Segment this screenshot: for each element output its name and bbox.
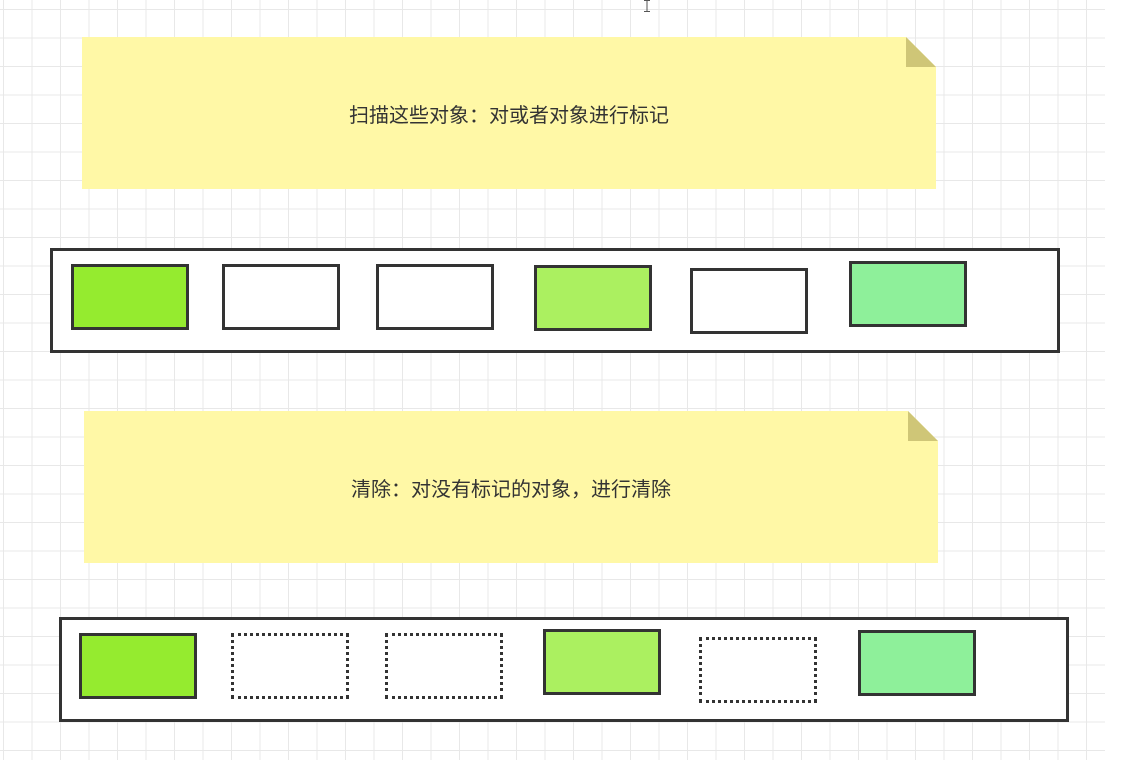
note-scan-text: 扫描这些对象：对或者对象进行标记	[349, 102, 669, 127]
object-4-sweep[interactable]	[543, 629, 661, 695]
object-3-mark[interactable]	[376, 264, 494, 330]
note-sweep-text: 清除：对没有标记的对象，进行清除	[351, 476, 671, 501]
object-6-sweep[interactable]	[858, 630, 976, 696]
object-2-sweep[interactable]	[231, 633, 349, 699]
object-6-mark[interactable]	[849, 261, 967, 327]
object-5-mark[interactable]	[690, 268, 808, 334]
object-1-sweep[interactable]	[79, 633, 197, 699]
object-5-sweep[interactable]	[699, 637, 817, 703]
object-4-mark[interactable]	[534, 265, 652, 331]
note-scan[interactable]: 扫描这些对象：对或者对象进行标记	[82, 37, 936, 189]
note-sweep[interactable]: 清除：对没有标记的对象，进行清除	[84, 411, 938, 563]
object-2-mark[interactable]	[222, 264, 340, 330]
object-3-sweep[interactable]	[385, 633, 503, 699]
text-cursor-icon	[644, 0, 650, 12]
object-1-mark[interactable]	[71, 264, 189, 330]
